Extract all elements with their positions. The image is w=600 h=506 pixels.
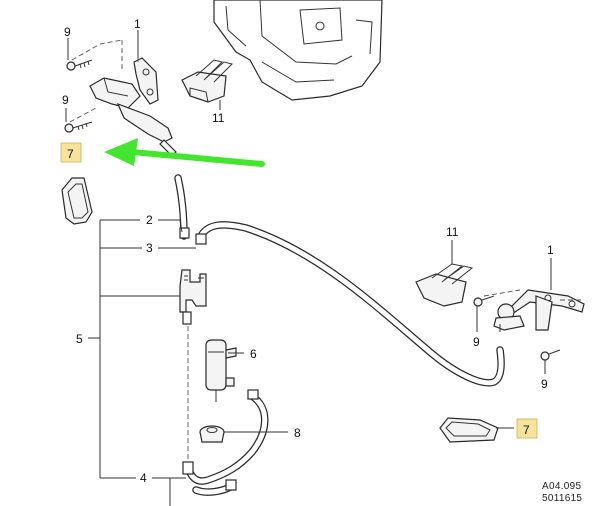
- screw-upper-b: [64, 121, 93, 133]
- callout-7-left: 7: [67, 147, 74, 161]
- callout-11-top: 11: [212, 111, 225, 125]
- grommet: [199, 425, 225, 443]
- callout-6: 6: [250, 347, 257, 361]
- hose-lower-section: [182, 389, 269, 496]
- callout-5: 5: [76, 332, 83, 346]
- callout-1-right: 1: [547, 243, 554, 257]
- callout-3: 3: [146, 241, 153, 255]
- callout-labels: 9 1 9 11 7 2 3 5 6 8 4 11 1 9 9 7: [62, 17, 554, 485]
- reference-line-2: 5011615: [542, 493, 582, 504]
- reference-line-1: A04.095: [542, 481, 581, 492]
- screw-right-b: [540, 349, 561, 361]
- bracket-right: [507, 289, 585, 331]
- leader-lines: [65, 30, 552, 506]
- t-connector: [179, 269, 207, 325]
- callout-9-a: 9: [64, 25, 71, 39]
- seal-right: [439, 417, 499, 443]
- callout-7-left-highlight: [60, 142, 82, 163]
- callout-2: 2: [146, 213, 153, 227]
- seal-left: [61, 177, 93, 225]
- bracket-upper-left: [133, 57, 159, 105]
- hose-long-run: [195, 221, 505, 387]
- nozzle-upper-left: [89, 77, 177, 157]
- callout-9-c: 9: [473, 335, 480, 349]
- washer-pump: [205, 339, 237, 402]
- callout-1-top: 1: [134, 17, 141, 31]
- callout-7-right: 7: [523, 423, 530, 437]
- clip-right: [415, 263, 474, 307]
- green-indicator-arrow: [104, 138, 265, 167]
- callout-7-right-highlight: [516, 418, 538, 439]
- clip-upper: [181, 59, 233, 103]
- screw-right-a: [473, 295, 495, 307]
- washer-reservoir: [213, 0, 383, 101]
- screw-upper-a: [66, 59, 93, 71]
- callout-9-b: 9: [62, 93, 69, 107]
- nozzle-right: [493, 303, 525, 332]
- callout-11-right: 11: [446, 225, 459, 239]
- reference-code: A04.095 5011615: [542, 481, 582, 504]
- callout-4: 4: [140, 471, 147, 485]
- callout-8: 8: [294, 426, 301, 440]
- hose-upper-section: [174, 174, 190, 240]
- callout-9-d: 9: [541, 377, 548, 391]
